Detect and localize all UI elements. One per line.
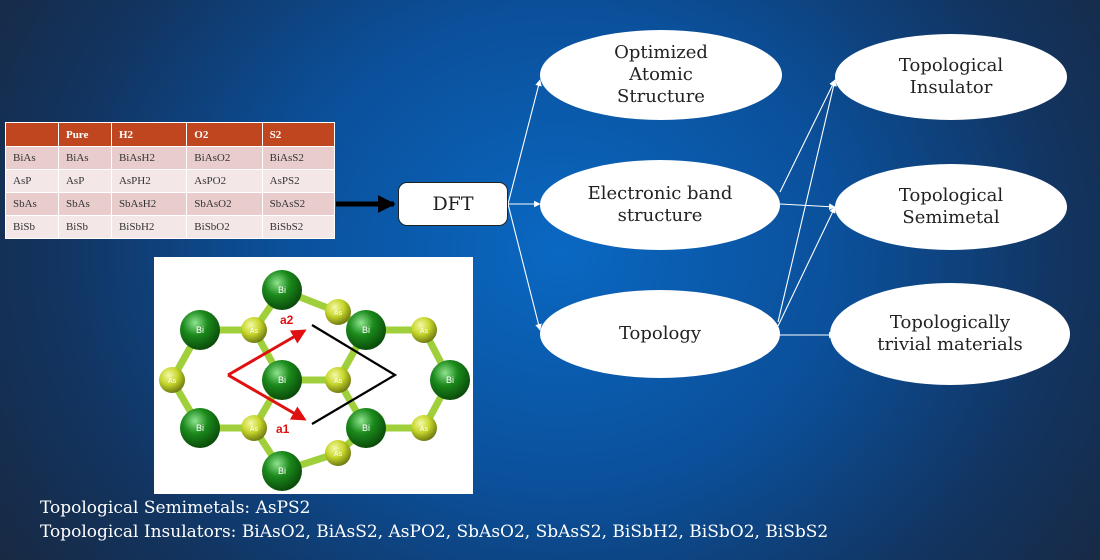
as-atom-label: As [334, 310, 343, 317]
topology-to-semimetal-arrow [777, 206, 836, 327]
as-atom-label: As [420, 328, 429, 335]
table-cell: SbAs [5, 192, 59, 216]
bi-atom-label: Bi [278, 375, 286, 385]
bi-atom-label: Bi [362, 325, 370, 335]
insulator-label: Topological Insulator [898, 55, 1004, 98]
bi-atom: Bi [180, 408, 220, 448]
band-to-insulator-arrow [779, 79, 836, 193]
results-notes: Topological Semimetals: AsPS2 Topologica… [40, 496, 828, 544]
table-cell: BiSbS2 [261, 215, 336, 239]
table-cell: AsP [5, 169, 59, 193]
table-cell: BiAsS2 [261, 146, 336, 170]
topology-label: Topology [618, 323, 702, 344]
vector-a2-arrow [227, 329, 307, 377]
bi-atom-label: Bi [362, 423, 370, 433]
band-structure-node: Electronic band structure [540, 160, 780, 250]
header-cell: H2 [110, 122, 188, 147]
semimetals-note: Topological Semimetals: AsPS2 [40, 498, 311, 518]
bi-atom-label: Bi [196, 423, 204, 433]
table-cell: AsPO2 [186, 169, 263, 193]
table-cell: BiSb [57, 215, 112, 239]
bi-atom-label: Bi [278, 285, 286, 295]
table-row: BiSb BiSb BiSbH2 BiSbO2 BiSbS2 [5, 215, 336, 239]
as-atom: As [325, 367, 351, 393]
bi-atom: Bi [346, 408, 386, 448]
as-atom-label: As [250, 328, 259, 335]
bi-atom: Bi [262, 451, 302, 491]
table-cell: BiSbH2 [110, 215, 188, 239]
trivial-node: Topologically trivial materials [830, 283, 1070, 385]
bi-atom: Bi [430, 360, 470, 400]
as-atom-label: As [420, 426, 429, 433]
table-cell: AsPH2 [110, 169, 188, 193]
table-header-row: Pure H2 O2 S2 [5, 122, 336, 147]
band-to-semimetal-arrow [779, 203, 836, 210]
as-atom: As [325, 440, 351, 466]
table-row: AsP AsP AsPH2 AsPO2 AsPS2 [5, 169, 336, 193]
as-atom: As [325, 299, 351, 325]
as-atom-label: As [334, 378, 343, 385]
header-cell [5, 122, 59, 147]
vector-a1-arrow [227, 373, 307, 421]
dft-to-topology-arrow [507, 203, 542, 331]
dft-box: DFT [398, 182, 508, 226]
bi-atom: Bi [180, 310, 220, 350]
semimetal-label: Topological Semimetal [898, 185, 1004, 228]
lattice-vectors: a2 a1 [227, 313, 307, 436]
header-cell: S2 [261, 122, 336, 147]
as-atom: As [411, 415, 437, 441]
bi-atom: Bi [262, 360, 302, 400]
as-atom: As [241, 317, 267, 343]
semimetal-node: Topological Semimetal [835, 164, 1067, 250]
topology-node: Topology [540, 290, 780, 378]
dft-to-optimized-arrow [507, 79, 542, 205]
table-cell: SbAsS2 [261, 192, 336, 216]
vector-a2-label: a2 [280, 313, 294, 327]
topology-to-insulator-arrow [777, 79, 837, 323]
table-cell: BiSb [5, 215, 59, 239]
bi-atom: Bi [346, 310, 386, 350]
table-cell: SbAsO2 [186, 192, 263, 216]
optimized-structure-label: Optimized Atomic Structure [614, 42, 708, 107]
table-cell: BiAsO2 [186, 146, 263, 170]
as-atom: As [159, 367, 185, 393]
table-cell: BiAs [5, 146, 59, 170]
table-cell: BiAs [57, 146, 112, 170]
trivial-label: Topologically trivial materials [877, 312, 1023, 355]
vector-a1-label: a1 [276, 422, 290, 436]
optimized-structure-node: Optimized Atomic Structure [540, 30, 782, 120]
table-cell: BiAsH2 [110, 146, 188, 170]
table-row: BiAs BiAs BiAsH2 BiAsO2 BiAsS2 [5, 146, 336, 170]
bi-atom-label: Bi [278, 466, 286, 476]
table-cell: AsP [57, 169, 112, 193]
bi-atom-label: Bi [196, 325, 204, 335]
table-cell: AsPS2 [261, 169, 336, 193]
insulators-note: Topological Insulators: BiAsO2, BiAsS2, … [40, 522, 829, 542]
insulator-node: Topological Insulator [835, 34, 1067, 120]
bi-atom: Bi [262, 270, 302, 310]
table-cell: SbAs [57, 192, 112, 216]
header-cell: Pure [57, 122, 112, 147]
table-cell: BiSbO2 [186, 215, 263, 239]
as-atom-label: As [250, 426, 259, 433]
unit-cell-outline [311, 324, 398, 425]
as-atom-label: As [334, 451, 343, 458]
as-atom: As [411, 317, 437, 343]
header-cell: O2 [186, 122, 263, 147]
materials-table: Pure H2 O2 S2 BiAs BiAs BiAsH2 BiAsO2 Bi… [5, 122, 336, 239]
band-structure-label: Electronic band structure [587, 183, 733, 226]
bi-atom-label: Bi [446, 375, 454, 385]
as-atom: As [241, 415, 267, 441]
as-atom-label: As [168, 378, 177, 385]
table-row: SbAs SbAs SbAsH2 SbAsO2 SbAsS2 [5, 192, 336, 216]
table-cell: SbAsH2 [110, 192, 188, 216]
